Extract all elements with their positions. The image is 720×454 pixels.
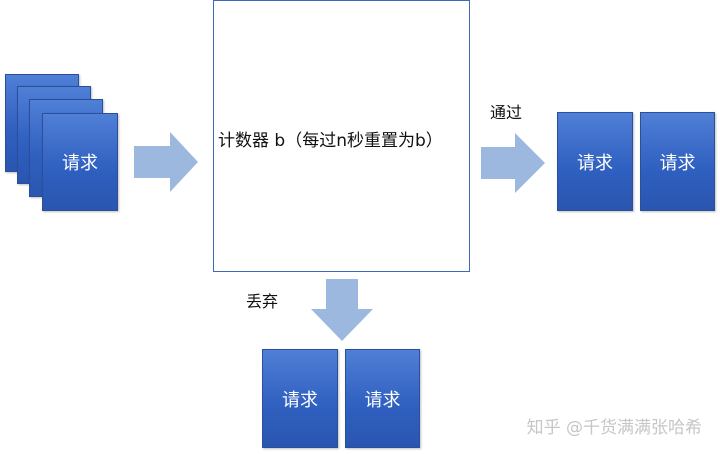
watermark: 知乎 @千货满满张哈希 [526, 418, 702, 438]
passed-request-card-1: 请求 [557, 112, 633, 211]
incoming-request-card: 请求 [42, 113, 118, 211]
arrow-down-drop [311, 279, 373, 341]
passed-request-label-1: 请求 [577, 152, 613, 174]
dropped-request-card-2: 请求 [345, 349, 420, 448]
counter-label: 计数器 b（每过n秒重置为b） [218, 131, 443, 151]
passed-request-label-2: 请求 [659, 152, 696, 174]
dropped-request-label-1: 请求 [282, 389, 318, 411]
drop-label: 丢弃 [246, 292, 279, 311]
dropped-request-card-1: 请求 [262, 349, 338, 448]
arrow-right-in [134, 132, 198, 192]
dropped-request-label-2: 请求 [364, 389, 401, 411]
pass-label: 通过 [490, 103, 523, 122]
passed-request-card-2: 请求 [640, 112, 715, 211]
incoming-request-label: 请求 [62, 153, 98, 174]
arrow-right-pass [481, 133, 545, 193]
counter-box [213, 0, 470, 272]
